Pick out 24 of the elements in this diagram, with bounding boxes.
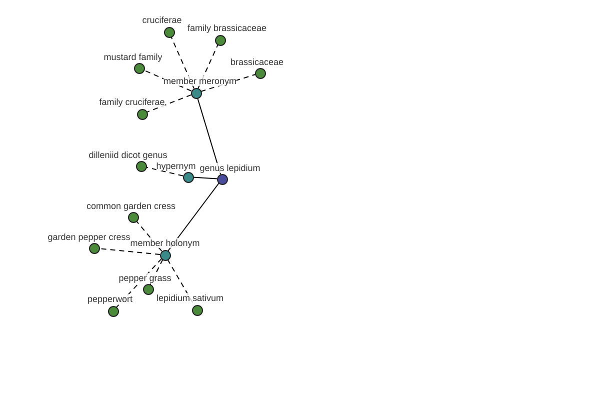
node-label: cruciferae	[142, 15, 182, 25]
node-label: family cruciferae	[99, 97, 165, 107]
node-label: genus lepidium	[200, 163, 260, 173]
line	[192, 176, 218, 180]
dashed-line	[145, 166, 184, 176]
node-label: dilleniid dicot genus	[88, 150, 168, 160]
node-label: family brassicaceae	[187, 23, 267, 33]
node-label: brassicaceae	[230, 57, 284, 67]
dashed-line	[136, 220, 162, 252]
line	[196, 97, 222, 175]
line	[168, 182, 220, 252]
node-label: lepidium sativum	[156, 293, 224, 303]
node-label: member meronym	[164, 76, 236, 86]
node-label: pepperwort	[87, 294, 133, 304]
dashed-line	[146, 94, 192, 113]
node-label: garden pepper cress	[48, 232, 130, 242]
dashed-line	[198, 44, 218, 89]
dashed-line	[150, 258, 164, 286]
node-label: mustard family	[104, 52, 162, 62]
node-label: member holonym	[130, 238, 200, 248]
dashed-line	[170, 36, 194, 89]
node-label: pepper grass	[118, 273, 172, 283]
node-label: hypernym	[156, 161, 196, 171]
node-label: common garden cress	[86, 201, 176, 211]
